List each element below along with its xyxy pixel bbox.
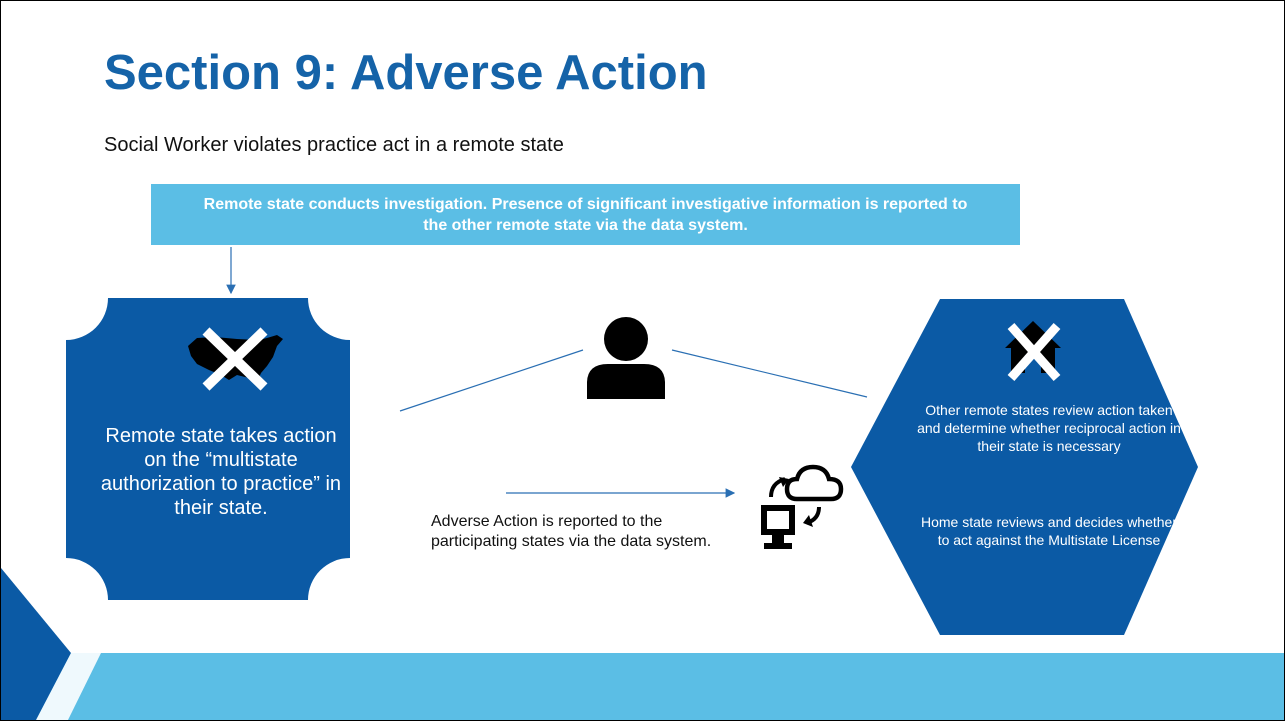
house-crossed-icon (1005, 321, 1061, 381)
computer-cloud-sync-icon (761, 464, 844, 549)
home-state-review-text: Home state reviews and decides whether t… (920, 514, 1178, 548)
investigation-banner: Remote state conducts investigation. Pre… (151, 184, 1020, 245)
banner-text: Remote state conducts investigation. Pre… (203, 195, 968, 234)
usa-map-crossed-icon (188, 327, 283, 391)
left-to-person-line (399, 349, 584, 412)
remote-state-action-text: Remote state takes action on the “multis… (100, 425, 342, 519)
person-to-right-line (671, 349, 868, 398)
person-icon (587, 317, 665, 399)
slide-subtitle: Social Worker violates practice act in a… (104, 134, 564, 156)
adverse-action-report-text: Adverse Action is reported to the partic… (431, 513, 712, 550)
bottom-decoration (1, 568, 1284, 720)
other-remote-states-text: Other remote states review action taken … (917, 402, 1181, 454)
remote-state-action-box (66, 298, 350, 600)
slide-title: Section 9: Adverse Action (104, 46, 708, 100)
review-hexagon (851, 299, 1198, 635)
